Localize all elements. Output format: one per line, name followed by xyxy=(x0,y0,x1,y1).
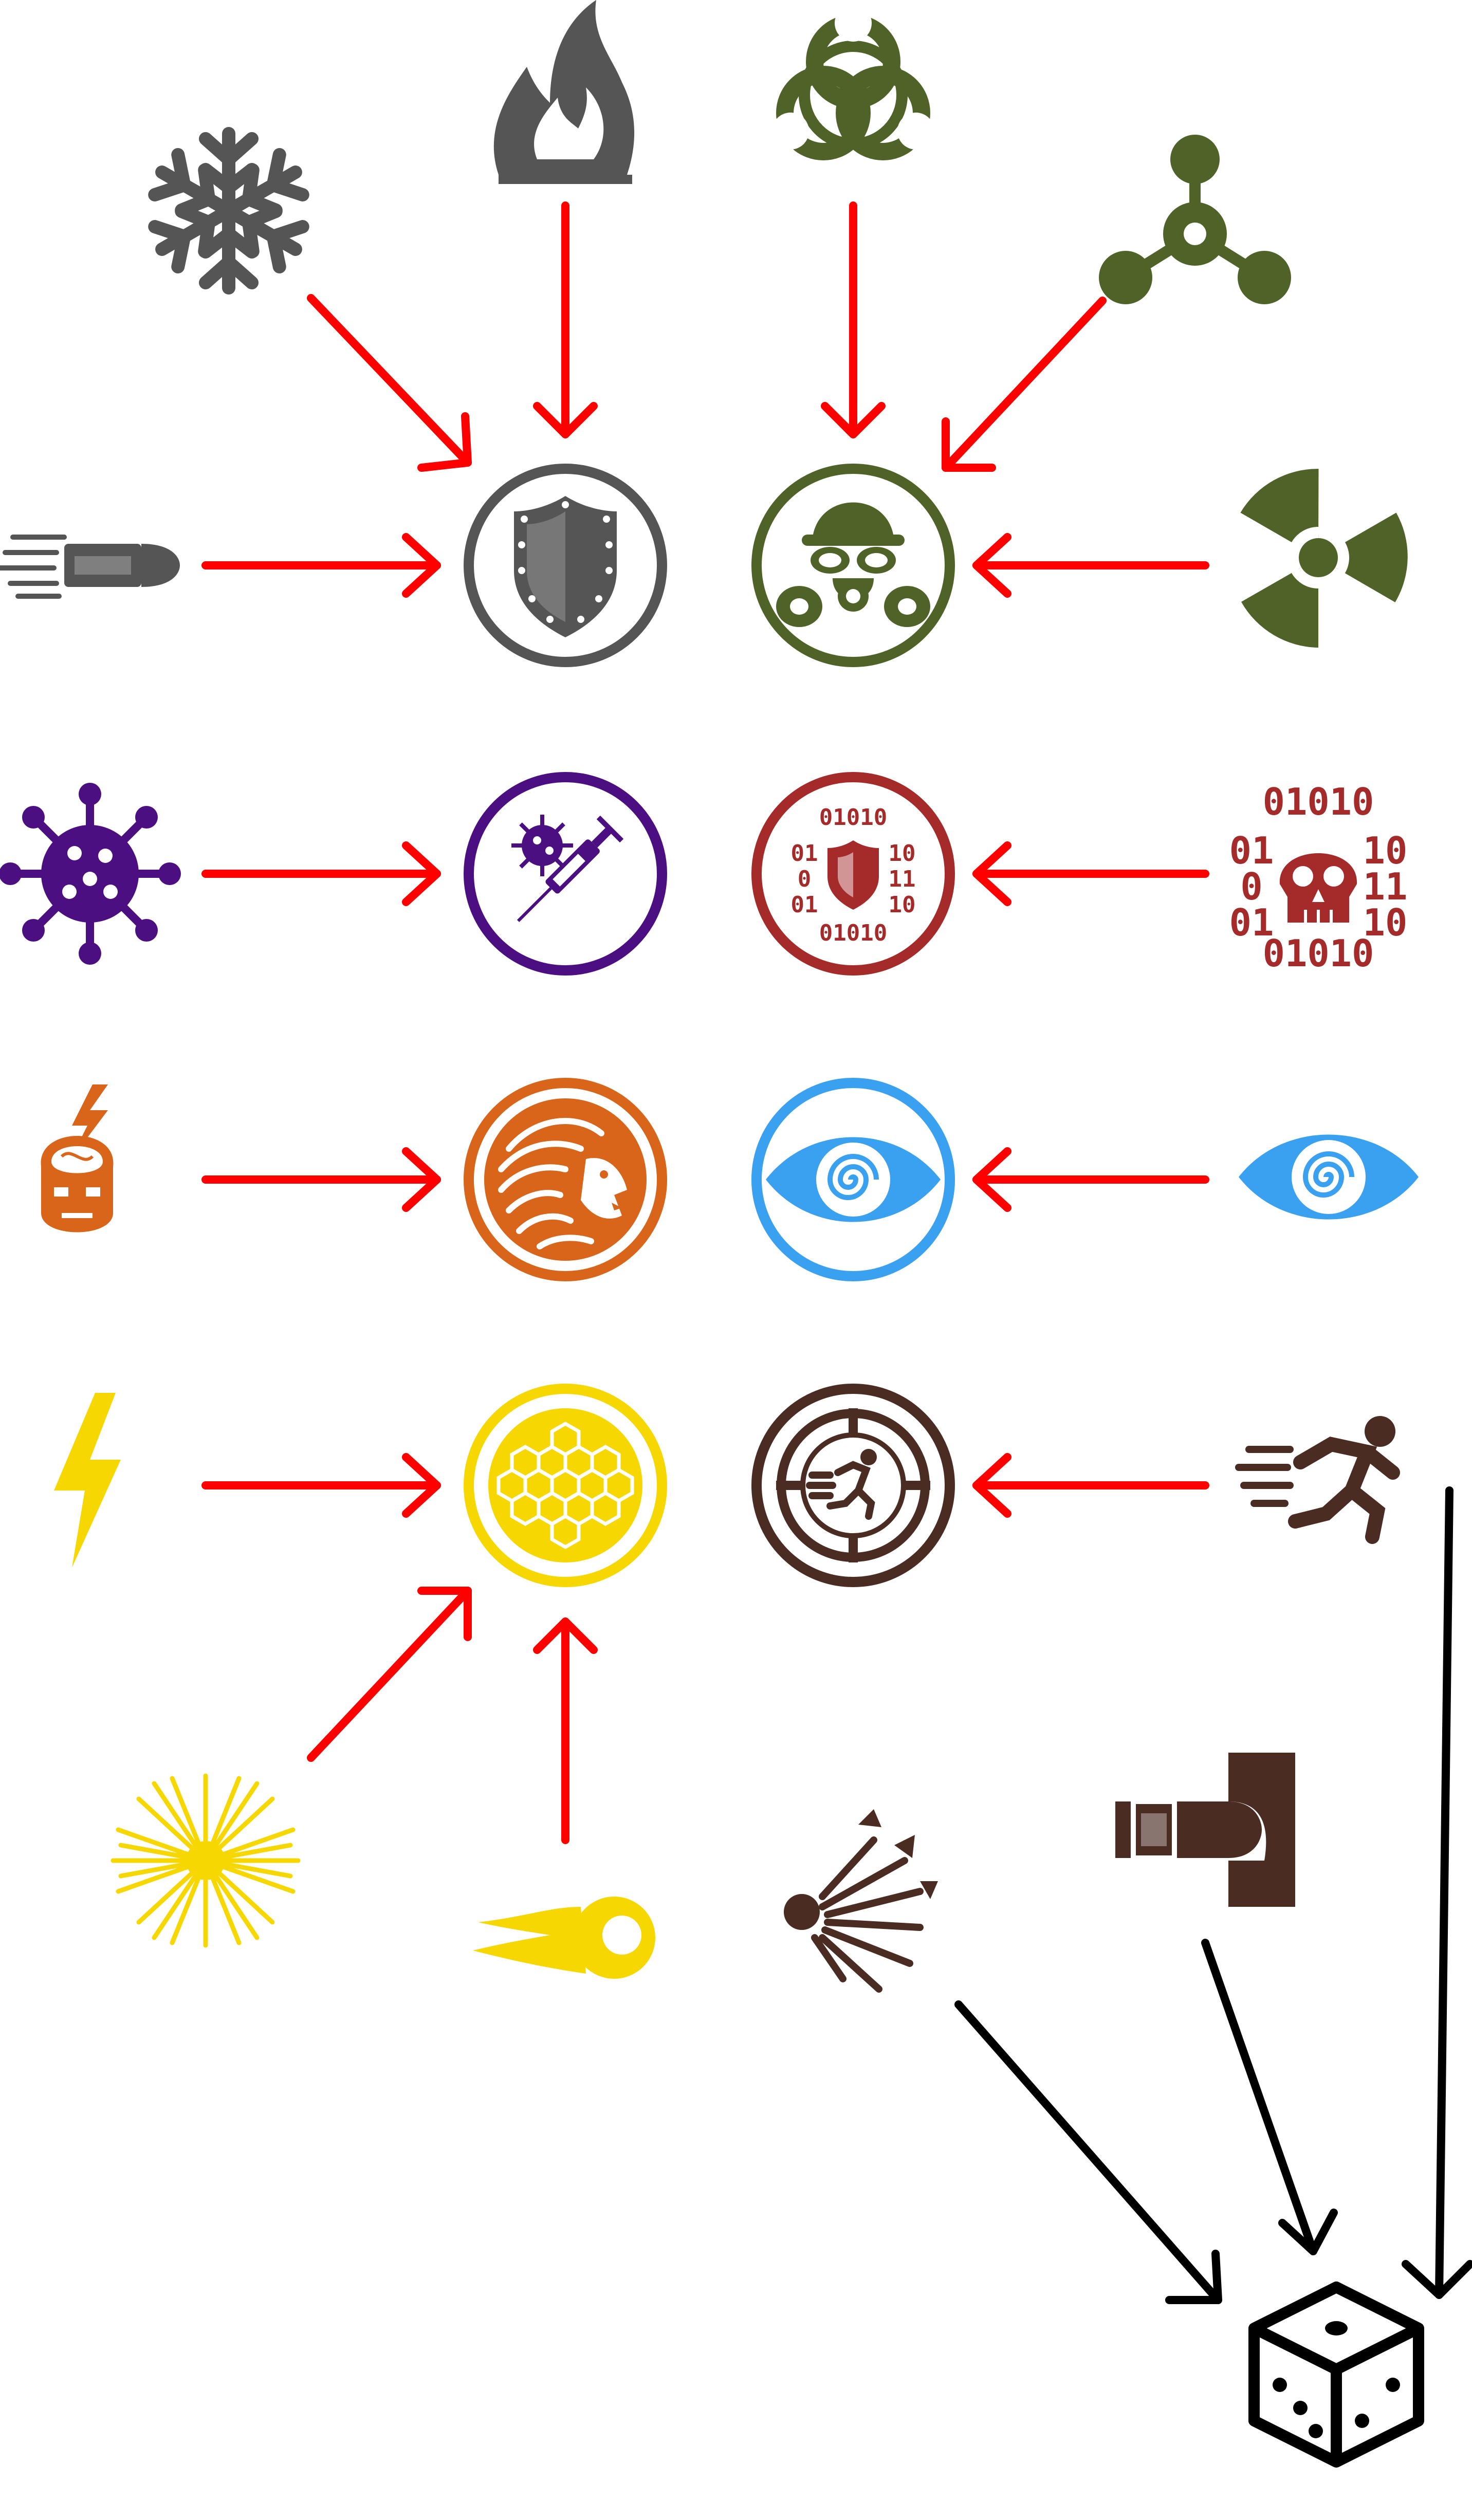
arrow-lightning-to-energy-dome xyxy=(201,1453,441,1518)
eye-icon xyxy=(1239,1134,1419,1220)
arrow-virus-to-vaccine xyxy=(201,841,441,906)
syringe-icon xyxy=(511,815,624,923)
binary-right-c: 10 xyxy=(1363,901,1408,944)
arrow-biohazard-to-gas-mask xyxy=(821,201,886,438)
penetration-icon xyxy=(1115,1753,1295,1907)
node-binary-top: 01010 xyxy=(819,804,887,831)
arrow-running-to-dice xyxy=(1402,1486,1472,2299)
runner-icon xyxy=(1235,1416,1400,1544)
energy-dome-node[interactable] xyxy=(464,1384,667,1587)
dice-node[interactable] xyxy=(1248,2282,1424,2468)
physical-defense-node[interactable] xyxy=(464,464,667,667)
red-arrows xyxy=(201,201,1209,1844)
node-binary-right-a: 10 xyxy=(889,840,916,867)
explosion-icon xyxy=(784,1809,938,1993)
binary-left-a: 01 xyxy=(1229,829,1274,872)
gas-mask-node[interactable] xyxy=(751,464,955,667)
virus-icon xyxy=(0,783,181,965)
gas-mask-icon xyxy=(776,502,930,627)
arrow-chemical-to-gas-mask xyxy=(942,297,1107,472)
arrow-penetration-to-dice xyxy=(1201,1939,1338,2255)
arrow-fireball-to-energy-dome xyxy=(533,1617,598,1844)
node-binary-left-b: 0 xyxy=(798,866,812,892)
vaccine-node[interactable] xyxy=(464,772,667,976)
arrow-cold-to-physical-defense xyxy=(307,294,472,472)
node-binary-left-c: 01 xyxy=(791,892,818,918)
binary-right-b: 11 xyxy=(1363,865,1408,908)
arrow-laser-to-energy-dome xyxy=(307,1587,472,1762)
arrow-bullet-to-physical-defense xyxy=(201,533,441,598)
fireball-icon xyxy=(473,1897,655,1979)
flame-icon xyxy=(493,0,635,184)
arrow-fire-to-physical-defense xyxy=(533,201,598,438)
mini-runner-icon xyxy=(806,1449,877,1520)
snowflake-icon xyxy=(151,127,307,288)
node-binary-left-a: 01 xyxy=(791,840,818,867)
laser-burst-icon xyxy=(111,1773,301,1948)
bullet-icon xyxy=(0,535,180,599)
hex-sphere-icon xyxy=(488,1408,642,1562)
dodge-reticle-node[interactable] xyxy=(751,1384,955,1587)
courage-lion-node[interactable] xyxy=(464,1078,667,1281)
radiation-icon xyxy=(1240,469,1408,648)
molecule-icon xyxy=(1099,135,1291,304)
arrow-running-to-dodge xyxy=(972,1453,1209,1518)
hypnosis-eye-node[interactable] xyxy=(751,1078,955,1281)
arrow-malware-to-cyber-shield xyxy=(972,841,1209,906)
malware-skull-icon: 01010 01 0 01 10 11 10 01010 xyxy=(1229,780,1408,975)
binary-top: 01010 xyxy=(1263,780,1374,823)
dice-icon xyxy=(1248,2282,1424,2468)
binary-right-a: 10 xyxy=(1363,829,1408,872)
binary-left-c: 01 xyxy=(1229,901,1274,944)
brain-shock-icon xyxy=(41,1084,114,1233)
binary-left-b: 0 xyxy=(1240,865,1262,908)
node-binary-bottom: 01010 xyxy=(819,920,887,946)
arrow-hypnosis-to-eye xyxy=(972,1147,1209,1212)
biohazard-icon xyxy=(772,5,934,160)
black-arrows xyxy=(954,1486,1472,2304)
arrow-mind-shock-to-courage xyxy=(201,1147,441,1212)
node-binary-right-b: 11 xyxy=(889,866,916,892)
binary-bottom: 01010 xyxy=(1263,932,1374,975)
node-binary-right-c: 10 xyxy=(889,892,916,918)
lightning-icon xyxy=(54,1393,121,1568)
cyber-shield-node[interactable]: 01010 01 0 01 10 11 10 01010 xyxy=(751,772,955,976)
arrow-explosion-to-dice xyxy=(954,2000,1222,2304)
lion-icon xyxy=(484,1098,647,1261)
arrow-radiation-to-gas-mask xyxy=(972,533,1209,598)
